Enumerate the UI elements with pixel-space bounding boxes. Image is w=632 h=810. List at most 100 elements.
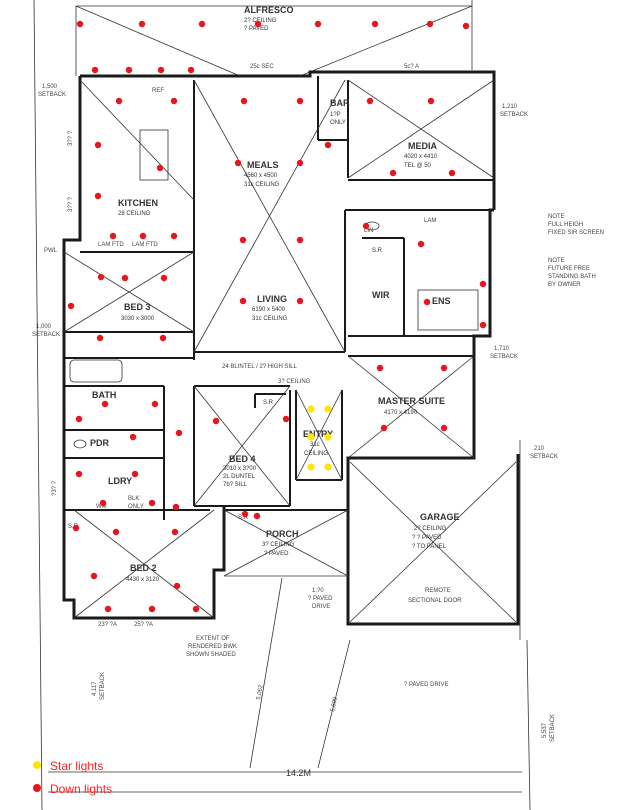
down-light: [426, 20, 434, 28]
down-light: [241, 510, 249, 518]
down-light: [462, 22, 470, 30]
room-living: LIVING: [257, 294, 287, 304]
down-light: [314, 20, 322, 28]
svg-text:? PAVED: ? PAVED: [308, 596, 333, 602]
svg-text:RENDERED BWK: RENDERED BWK: [188, 644, 237, 650]
down-light: [90, 572, 98, 580]
svg-text:LAM FTD: LAM FTD: [98, 242, 124, 248]
svg-text:3? CEILING: 3? CEILING: [278, 379, 311, 385]
svg-text:24 BLINTEL / 2? HIGH SILL: 24 BLINTEL / 2? HIGH SILL: [222, 364, 297, 370]
room-meals: MEALS: [247, 160, 279, 170]
star-light: [324, 405, 332, 413]
down-light: [125, 66, 133, 74]
star-light: [307, 433, 315, 441]
svg-text:3?? ?: 3?? ?: [68, 130, 74, 146]
svg-text:LAM: LAM: [424, 218, 436, 224]
fixtures: [69, 129, 479, 449]
down-light: [131, 470, 139, 478]
down-light: [366, 97, 374, 105]
down-light: [67, 302, 75, 310]
svg-text:REF: REF: [152, 88, 164, 94]
down-light: [97, 273, 105, 281]
porch-garage-outline: [63, 79, 517, 769]
site-boundary: [33, 0, 531, 810]
svg-text:PWL: PWL: [44, 248, 58, 254]
room-bed2: BED 2: [130, 563, 157, 573]
svg-text:5,609: 5,609: [330, 696, 339, 713]
svg-text:ONLY: ONLY: [128, 504, 144, 510]
legend-star-marker: [33, 761, 41, 769]
room-entry: ENTRY: [303, 429, 333, 439]
svg-text:FIXED SIR SCREEN: FIXED SIR SCREEN: [548, 230, 604, 236]
svg-text:1,710: 1,710: [494, 346, 510, 352]
down-light: [296, 97, 304, 105]
svg-text:DRIVE: DRIVE: [312, 604, 330, 610]
svg-text:SHOWN SHADED: SHOWN SHADED: [186, 652, 236, 658]
svg-text:3010 x 3?00: 3010 x 3?00: [223, 466, 257, 472]
svg-text:REMOTE: REMOTE: [425, 588, 451, 594]
star-light: [307, 463, 315, 471]
svg-text:S.R: S.R: [238, 515, 249, 521]
down-light: [76, 20, 84, 28]
svg-text:SETBACK: SETBACK: [100, 672, 106, 700]
svg-text:SETBACK: SETBACK: [38, 92, 66, 98]
svg-text:1?P: 1?P: [330, 112, 341, 118]
down-light: [427, 97, 435, 105]
svg-text:FUTURE FREE: FUTURE FREE: [548, 266, 590, 272]
down-light: [239, 236, 247, 244]
star-lights: [307, 405, 332, 471]
svg-text:2L DUNTEL: 2L DUNTEL: [223, 474, 256, 480]
down-light: [192, 605, 200, 613]
svg-text:SECTIONAL DOOR: SECTIONAL DOOR: [408, 598, 462, 604]
room-porch: PORCH: [266, 529, 299, 539]
svg-text:4170 x 4190: 4170 x 4190: [384, 410, 418, 416]
down-lights: [67, 20, 487, 613]
room-media: MEDIA: [408, 141, 438, 151]
svg-text:?3? ?: ?3? ?: [52, 480, 58, 496]
room-bed4: BED 4: [229, 454, 256, 464]
down-light: [362, 222, 370, 230]
down-light: [138, 20, 146, 28]
svg-text:2? CEILING: 2? CEILING: [244, 18, 277, 24]
down-light: [440, 424, 448, 432]
down-light: [479, 321, 487, 329]
legend: Star lights Down lights: [33, 759, 112, 796]
svg-text:SETBACK: SETBACK: [550, 714, 556, 742]
down-light: [148, 499, 156, 507]
svg-text:4560 x 4500: 4560 x 4500: [244, 173, 278, 179]
down-light: [253, 512, 261, 520]
svg-text:STANDING BATH: STANDING BATH: [548, 274, 596, 280]
down-light: [282, 415, 290, 423]
svg-text:CEILING: CEILING: [304, 451, 328, 457]
down-light: [151, 400, 159, 408]
legend-down-label: Down lights: [50, 782, 112, 796]
svg-text:SETBACK: SETBACK: [490, 354, 518, 360]
down-light: [417, 240, 425, 248]
svg-text:25c SEC: 25c SEC: [250, 64, 274, 70]
svg-text:WM: WM: [96, 504, 107, 510]
svg-text:? ? PAVED: ? ? PAVED: [412, 535, 442, 541]
down-light: [94, 141, 102, 149]
plan-annotations: S.R S.R S.R S.R 25c SEC 5c? A 1,500 SETB…: [32, 64, 604, 778]
down-light: [170, 232, 178, 240]
room-kitchen: KITCHEN: [118, 198, 158, 208]
down-light: [240, 97, 248, 105]
down-light: [99, 499, 107, 507]
room-bed3: BED 3: [124, 302, 151, 312]
svg-text:31c CEILING: 31c CEILING: [252, 316, 288, 322]
svg-text:FULL HEIGH: FULL HEIGH: [548, 222, 583, 228]
svg-text:? PAVED: ? PAVED: [264, 551, 289, 557]
room-wir: WIR: [372, 290, 390, 300]
down-light: [170, 97, 178, 105]
down-light: [423, 298, 431, 306]
down-light: [159, 334, 167, 342]
down-light: [172, 503, 180, 511]
svg-text:23? ?A: 23? ?A: [98, 622, 117, 628]
svg-text:NOTE: NOTE: [548, 214, 565, 220]
down-light: [148, 605, 156, 613]
svg-text:BY OWNER: BY OWNER: [548, 282, 581, 288]
svg-text:LAM FTD: LAM FTD: [132, 242, 158, 248]
room-labels: ALFRESCO 2? CEILING ? PAVED MEALS 4560 x…: [90, 5, 460, 583]
down-light: [112, 528, 120, 536]
